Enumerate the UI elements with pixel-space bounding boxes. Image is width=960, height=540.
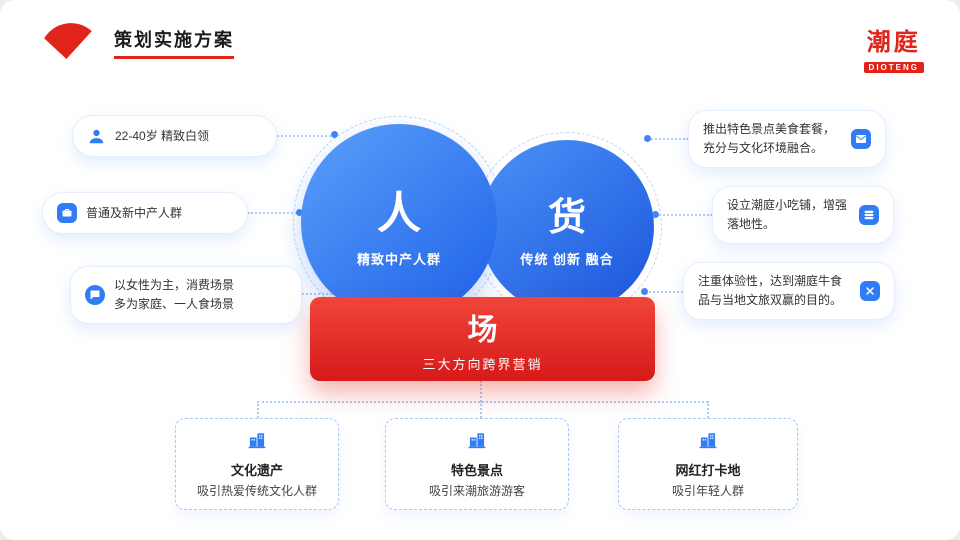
right-point-text: 设立潮庭小吃铺，增强 落地性。 [727, 198, 848, 231]
right-point-text: 注重体验性，达到潮庭牛食 品与当地文旅双赢的目的。 [698, 274, 843, 307]
chat-icon [85, 285, 105, 305]
left-point-female-scene: 以女性为主，消费场景 多为家庭、一人食场景 [70, 266, 302, 324]
bottom-box-cultural-heritage: 文化遗产 吸引热爱传统文化人群 [175, 418, 339, 510]
bottom-box-subtitle: 吸引热爱传统文化人群 [196, 483, 317, 498]
left-point-middle-class: 普通及新中产人群 [42, 192, 248, 234]
scene-subtitle: 三大方向跨界营销 [422, 357, 543, 372]
bottom-box-scenic-spots: 特色景点 吸引来潮旅游游客 [385, 418, 569, 510]
connector-dot [296, 209, 303, 216]
brand-subtitle: DIOTENG [863, 62, 924, 73]
bottom-box-title: 特色景点 [450, 462, 503, 478]
left-point-text: 普通及新中产人群 [86, 205, 183, 220]
user-icon [87, 127, 106, 146]
connector-right-3 [645, 291, 683, 293]
bottom-box-influencer-spot: 网红打卡地 吸引年轻人群 [618, 418, 798, 510]
connector-left-1 [277, 135, 335, 137]
page-title: 策划实施方案 [114, 29, 234, 50]
bottom-box-title: 文化遗产 [230, 462, 283, 478]
connector-dot [641, 288, 648, 295]
right-point-snack-shop: 设立潮庭小吃铺，增强 落地性。 [712, 186, 894, 244]
goods-subtitle: 传统 创新 融合 [520, 252, 614, 267]
tools-icon [860, 281, 880, 301]
mail-icon [851, 129, 871, 149]
goods-title: 货 [547, 197, 586, 239]
connector-dot [331, 131, 338, 138]
building-icon [467, 430, 487, 455]
scene-title: 场 [467, 314, 498, 347]
left-point-white-collar: 22-40岁 精致白领 [72, 115, 277, 157]
brand-logo: 潮庭 DIOTENG [863, 22, 924, 75]
left-point-text: 以女性为主，消费场景 多为家庭、一人食场景 [114, 278, 235, 311]
connector-tree-drop-1 [257, 401, 259, 418]
connector-tree-drop-2 [480, 401, 482, 418]
connector-right-1 [648, 138, 688, 140]
person-title: 人 [377, 188, 421, 238]
scene-box: 场 三大方向跨界营销 [310, 297, 655, 381]
layers-icon [859, 205, 879, 225]
connector-dot [644, 135, 651, 142]
right-point-text: 推出特色景点美食套餐， 充分与文化环境融合。 [703, 122, 836, 155]
right-point-experience: 注重体验性，达到潮庭牛食 品与当地文旅双赢的目的。 [683, 262, 895, 320]
connector-tree-stem [480, 381, 482, 402]
right-point-food-package: 推出特色景点美食套餐， 充分与文化环境融合。 [688, 110, 886, 168]
bottom-box-subtitle: 吸引来潮旅游游客 [428, 483, 525, 498]
fan-logo-icon [44, 23, 92, 60]
title-underline [114, 55, 234, 59]
left-point-text: 22-40岁 精致白领 [115, 128, 210, 143]
briefcase-icon [57, 203, 77, 223]
building-icon [247, 430, 267, 455]
connector-right-2 [656, 214, 712, 216]
bottom-box-title: 网红打卡地 [675, 462, 741, 478]
brand-name: 潮庭 [866, 29, 921, 56]
goods-circle: 货 传统 创新 融合 [480, 140, 654, 314]
connector-dot [652, 211, 659, 218]
connector-tree-drop-3 [707, 401, 709, 418]
title-block: 策划实施方案 [114, 26, 234, 59]
person-subtitle: 精致中产人群 [356, 251, 441, 267]
header: 策划实施方案 [38, 22, 234, 62]
person-circle: 人 精致中产人群 [301, 124, 497, 320]
bottom-box-subtitle: 吸引年轻人群 [671, 483, 744, 498]
building-icon [698, 430, 718, 455]
connector-tree-bar [257, 401, 708, 403]
connector-left-2 [248, 212, 300, 214]
